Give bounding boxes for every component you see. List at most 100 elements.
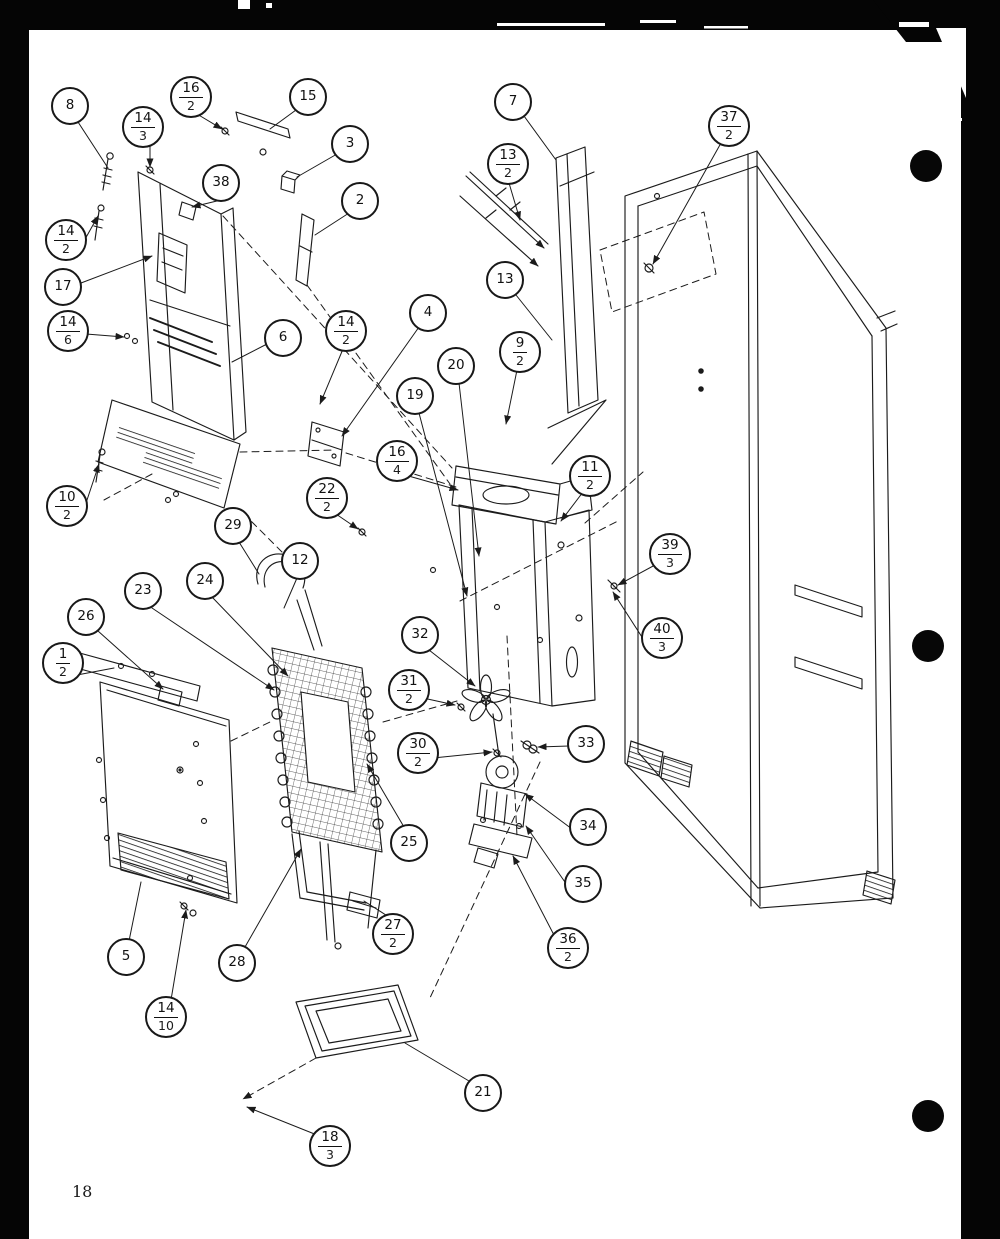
callout-number: 3 (345, 135, 355, 152)
callout-sub-number: 3 (658, 638, 666, 654)
callout-number: 1 (55, 647, 71, 664)
callout-sub-number: 2 (564, 948, 572, 964)
callout-19: 19 (396, 377, 434, 415)
callout-sub-number: 2 (516, 352, 524, 368)
punch-holes (910, 150, 944, 1132)
callout-number: 12 (291, 552, 309, 569)
callout-sub-number: 2 (414, 753, 422, 769)
callout-number: 4 (423, 304, 433, 321)
callout-number: 23 (134, 582, 152, 599)
callout-number: 19 (406, 387, 424, 404)
callout-number: 36 (556, 932, 580, 949)
callout-24: 24 (186, 562, 224, 600)
callout-38: 38 (202, 164, 240, 202)
callout-number: 14 (131, 111, 155, 128)
callout-7: 7 (494, 83, 532, 121)
callout-number: 25 (400, 834, 418, 851)
callout-29: 29 (214, 507, 252, 545)
callout-number: 32 (411, 626, 429, 643)
callout-35: 35 (564, 865, 602, 903)
callout-4: 4 (409, 294, 447, 332)
callout-sub-number: 2 (504, 164, 512, 180)
callout-number: 13 (496, 148, 520, 165)
callout-number: 33 (577, 735, 595, 752)
callout-23: 23 (124, 572, 162, 610)
callout-number: 14 (54, 224, 78, 241)
callout-sub-number: 2 (342, 331, 350, 347)
callout-number: 28 (228, 954, 246, 971)
leader-lines (76, 109, 722, 1136)
callout-32: 32 (401, 616, 439, 654)
callout-number: 8 (65, 97, 75, 114)
callout-25: 25 (390, 824, 428, 862)
callout-number: 9 (512, 336, 528, 353)
fastener-rods (459, 171, 549, 267)
callout-number: 38 (212, 174, 230, 191)
callout-sub-number: 2 (62, 240, 70, 256)
mounting-bracket (307, 421, 501, 611)
callout-number: 10 (55, 490, 79, 507)
callout-sub-number: 2 (323, 498, 331, 514)
callout-sub-number: 4 (393, 461, 401, 477)
callout-sub-number: 2 (59, 663, 67, 679)
callout-number: 24 (196, 572, 214, 589)
coil-loops-left (267, 664, 293, 828)
callout-sub-number: 2 (63, 506, 71, 522)
callout-number: 6 (278, 329, 288, 346)
coil-loops-right (360, 686, 384, 830)
callout-sub-number: 3 (139, 127, 147, 143)
callout-number: 5 (121, 948, 131, 965)
callout-number: 30 (406, 737, 430, 754)
fan-shroud (451, 465, 596, 707)
callout-number: 18 (318, 1130, 342, 1147)
callout-number: 7 (508, 93, 518, 110)
callout-number: 2 (355, 192, 365, 209)
callout-number: 11 (578, 460, 602, 477)
drain-tray (295, 984, 419, 1059)
callout-12: 12 (281, 542, 319, 580)
callout-sub-number: 2 (725, 126, 733, 142)
callout-34: 34 (569, 808, 607, 846)
callout-sub-number: 3 (326, 1146, 334, 1162)
callout-number: 13 (496, 271, 514, 288)
cabinet-wireframe (624, 150, 898, 909)
callout-number: 29 (224, 517, 242, 534)
callout-8: 8 (51, 87, 89, 125)
callout-20: 20 (437, 347, 475, 385)
evaporator-cover-panel (137, 171, 247, 441)
callout-26: 26 (67, 598, 105, 636)
callout-number: 21 (474, 1084, 492, 1101)
callout-number: 14 (334, 315, 358, 332)
callout-sub-number: 2 (405, 690, 413, 706)
callout-number: 40 (650, 622, 674, 639)
callout-number: 20 (447, 357, 465, 374)
tall-divider-panel (547, 146, 607, 465)
fan-assembly (456, 674, 540, 869)
callout-17: 17 (44, 268, 82, 306)
callout-number: 15 (299, 88, 317, 105)
callout-sub-number: 2 (389, 934, 397, 950)
callout-number: 14 (154, 1001, 178, 1018)
callout-15: 15 (289, 78, 327, 116)
evaporator-coil (256, 553, 384, 950)
callout-number: 22 (315, 482, 339, 499)
callout-number: 14 (56, 315, 80, 332)
